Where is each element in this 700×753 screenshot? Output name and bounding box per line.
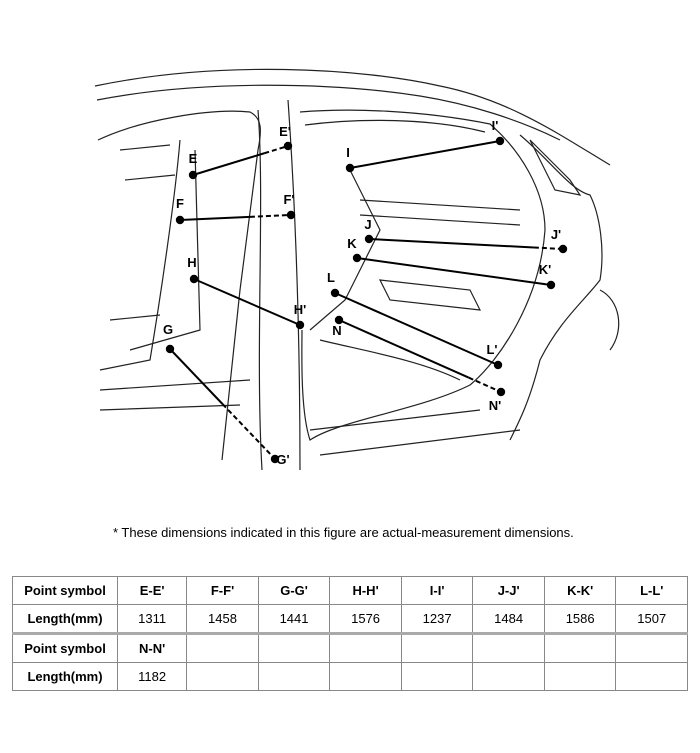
measurement-line-E (192, 152, 265, 176)
measurement-points: E E' F F' G G' H H' I I' J J' K K' L L' N N' (163, 118, 568, 467)
cell (186, 632, 259, 663)
cell (615, 632, 688, 663)
point-label: L' (486, 342, 497, 357)
cell: H-H' (329, 576, 402, 605)
cell: K-K' (543, 576, 617, 605)
body-side-diagram: E E' F F' G G' H H' I I' J J' K K' L L' N N' (94, 68, 620, 471)
cell (615, 662, 688, 691)
point-label: F' (283, 192, 294, 207)
point-F-prime (286, 210, 296, 220)
cell (543, 632, 617, 663)
measurement-line-dashed-J (533, 246, 564, 250)
measurement-line-L (334, 292, 499, 366)
measurement-note: * These dimensions indicated in this fig… (113, 525, 574, 540)
table-row: Length(mm) 1311 1458 1441 1576 1237 1484… (12, 604, 688, 634)
table-row: Length(mm) 1182 (12, 662, 688, 691)
cell: J-J' (472, 576, 545, 605)
cell (472, 662, 545, 691)
point-label: N (332, 323, 341, 338)
point-label: J' (551, 227, 561, 242)
cell (329, 662, 402, 691)
point-label: L (327, 270, 335, 285)
point-label: E (189, 151, 198, 166)
cell: 1576 (329, 604, 402, 634)
row-header: Length(mm) (12, 662, 118, 691)
measurement-line-J (368, 238, 534, 249)
cell: 1507 (615, 604, 688, 634)
cell: 1182 (116, 662, 188, 691)
point-L-prime (493, 360, 503, 370)
cell (400, 662, 474, 691)
cell (257, 632, 331, 663)
point-label: K (347, 236, 357, 251)
point-J (364, 234, 374, 244)
point-label: I (346, 145, 350, 160)
row-header: Length(mm) (12, 604, 118, 634)
point-label: G' (276, 452, 289, 467)
measurement-line-F (179, 215, 250, 221)
point-label: J (364, 217, 371, 232)
measurement-line-dashed-F (249, 214, 292, 218)
point-L (330, 288, 340, 298)
point-E (188, 170, 198, 180)
cell: L-L' (615, 576, 688, 605)
point-label: N' (489, 398, 501, 413)
point-I-prime (495, 136, 505, 146)
point-K-prime (546, 280, 556, 290)
point-K (352, 253, 362, 263)
measurement-line-dashed-N (468, 376, 502, 393)
cell: G-G' (257, 576, 331, 605)
measurement-line-I (349, 140, 501, 169)
point-H (189, 274, 199, 284)
point-H-prime (295, 320, 305, 330)
measurement-line-H (193, 278, 301, 326)
point-label: F (176, 196, 184, 211)
cell: 1237 (400, 604, 474, 634)
point-label: G (163, 322, 173, 337)
point-label: H' (294, 302, 306, 317)
point-I (345, 163, 355, 173)
cell: E-E' (116, 576, 188, 605)
point-N-prime (496, 387, 506, 397)
cell: 1586 (543, 604, 617, 634)
point-G (165, 344, 175, 354)
measurement-line-N (338, 319, 470, 379)
measurement-line-dashed-G (221, 403, 276, 460)
dimension-table: Point symbol E-E' F-F' G-G' H-H' I-I' J-… (12, 576, 688, 691)
measurement-line-G (169, 348, 224, 405)
row-header: Point symbol (12, 632, 118, 663)
point-J-prime (558, 244, 568, 254)
cell: 1441 (257, 604, 331, 634)
cell (472, 632, 545, 663)
point-label: I' (492, 118, 499, 133)
point-N (334, 315, 344, 325)
point-label: K' (539, 262, 551, 277)
cell: 1484 (472, 604, 545, 634)
cell: 1458 (186, 604, 259, 634)
measurement-lines (169, 140, 564, 460)
cell (257, 662, 331, 691)
row-header: Point symbol (12, 576, 118, 605)
point-F (175, 215, 185, 225)
car-body-outline (94, 68, 620, 471)
cell (329, 632, 402, 663)
cell (543, 662, 617, 691)
cell: N-N' (116, 632, 188, 663)
point-label: H (187, 255, 196, 270)
measurement-line-K (356, 257, 552, 286)
cell (400, 632, 474, 663)
table-row: Point symbol E-E' F-F' G-G' H-H' I-I' J-… (12, 576, 688, 605)
cell: I-I' (400, 576, 474, 605)
cell (186, 662, 259, 691)
cell: 1311 (116, 604, 188, 634)
point-G-prime (270, 454, 280, 464)
table-row: Point symbol N-N' (12, 632, 688, 663)
cell: F-F' (186, 576, 259, 605)
point-label: E' (279, 124, 291, 139)
point-E-prime (283, 141, 293, 151)
